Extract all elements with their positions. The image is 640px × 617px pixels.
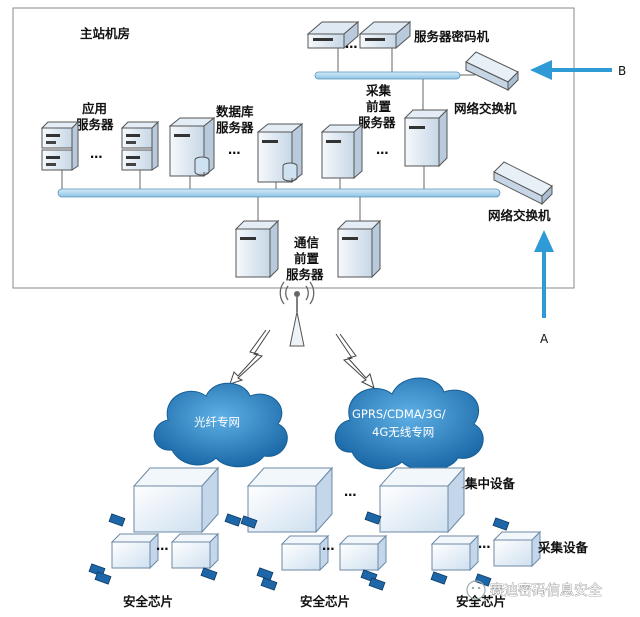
db-server-label-2: 服务器 — [216, 120, 254, 135]
watermark: 赛迪密码信息安全 — [466, 580, 602, 600]
ellipsis-crypto: … — [345, 36, 358, 51]
ellipsis-app: … — [90, 146, 103, 161]
network-switch-top — [465, 51, 519, 92]
arrow-a-label: A — [540, 332, 549, 346]
arrow-b — [530, 60, 612, 80]
arrow-b-label: B — [618, 64, 626, 78]
antenna-icon — [279, 281, 315, 347]
comm-server-2 — [336, 219, 382, 279]
collector-group-1 — [110, 532, 220, 570]
concentrator-1 — [132, 466, 220, 534]
concentrator-label: 集中设备 — [464, 476, 516, 491]
cloud-fiber-label: 光纤专网 — [194, 415, 240, 429]
ellipsis-collector-2: … — [322, 538, 335, 553]
db-server-2 — [256, 122, 304, 184]
switch-top-label: 网络交换机 — [454, 101, 517, 116]
ellipsis-collector-3: … — [478, 536, 491, 551]
concentrator-3 — [378, 466, 466, 534]
chip-label-3: 安全芯片 — [456, 594, 506, 609]
cloud-wireless — [334, 377, 484, 472]
collect-server-2 — [403, 108, 449, 168]
main-station-frame — [12, 7, 575, 289]
app-server-rack-2 — [120, 120, 160, 171]
network-switch-mid — [493, 161, 553, 206]
app-server-label-1: 应用 — [82, 101, 107, 116]
cloud-wireless-label-1: GPRS/CDMA/3G/ — [352, 407, 446, 421]
app-server-rack-1 — [40, 120, 80, 171]
comm-server-label-1: 通信 — [294, 235, 320, 250]
crypto-server-2 — [358, 20, 412, 50]
security-chips — [88, 511, 510, 591]
lightning-icon-right — [335, 333, 375, 389]
cloud-fiber — [153, 382, 288, 468]
chip-label-2: 安全芯片 — [300, 594, 350, 609]
watermark-text: 赛迪密码信息安全 — [490, 582, 602, 599]
main-station-label: 主站机房 — [80, 26, 130, 41]
collector-group-2 — [280, 534, 388, 572]
comm-server-1 — [234, 219, 280, 279]
comm-server-label-3: 服务器 — [286, 267, 324, 282]
arrow-a — [534, 230, 554, 318]
main-bus — [57, 188, 501, 198]
collect-server-label-1: 采集 — [365, 83, 392, 98]
comm-server-label-2: 前置 — [294, 251, 320, 266]
collect-server-label-3: 服务器 — [358, 115, 396, 130]
ellipsis-db: … — [228, 142, 241, 157]
ellipsis-collect: … — [376, 142, 389, 157]
ellipsis-concentrator: … — [344, 484, 357, 499]
switch-mid-label: 网络交换机 — [488, 208, 551, 223]
app-server-label-2: 服务器 — [76, 117, 114, 132]
collect-server-1 — [320, 123, 364, 180]
db-server-label-1: 数据库 — [215, 104, 254, 119]
chip-label-1: 安全芯片 — [123, 594, 173, 609]
db-server-1 — [168, 116, 216, 178]
lightning-icon-left — [229, 329, 271, 385]
cloud-wireless-label-2: 4G无线专网 — [372, 425, 434, 439]
crypto-server-1 — [306, 20, 360, 50]
ellipsis-collector-1: … — [156, 538, 169, 553]
crypto-server-label: 服务器密码机 — [414, 29, 490, 44]
collector-group-3 — [430, 530, 542, 572]
concentrator-2 — [246, 466, 334, 534]
collector-label: 采集设备 — [537, 540, 589, 555]
collect-server-label-2: 前置 — [366, 99, 392, 114]
top-bus — [314, 71, 461, 80]
